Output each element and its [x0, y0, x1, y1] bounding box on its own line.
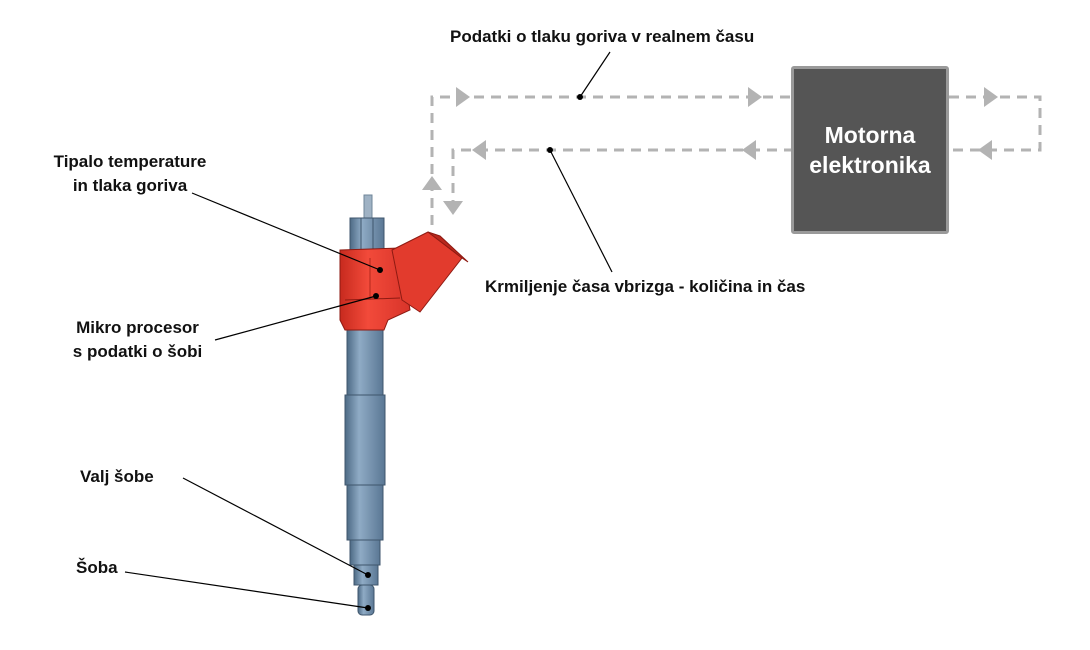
leader-injection-control — [549, 149, 613, 273]
engine-electronics-box: Motorna elektronika — [791, 66, 949, 234]
injection-control-label: Krmiljenje časa vbrizga - količina in ča… — [485, 277, 806, 296]
nozzle-tip — [357, 584, 375, 616]
arrow-right-icon — [456, 87, 470, 107]
microprocessor-label-line2: s podatki o šobi — [72, 342, 203, 361]
pressure-data-label: Podatki o tlaku goriva v realnem času — [450, 27, 755, 46]
arrow-left-icon — [472, 140, 486, 160]
hex-nut — [349, 217, 385, 255]
microprocessor-label: Mikro procesor s podatki o šobi — [55, 316, 220, 364]
leader-pressure-data — [579, 51, 611, 98]
ecu-label-line2: elektronika — [809, 152, 931, 178]
fuel-injector — [339, 194, 469, 616]
sensor-label: Tipalo temperature in tlaka goriva — [40, 150, 220, 198]
arrow-down-icon — [443, 201, 463, 215]
sensor-label-line2: in tlaka goriva — [72, 176, 188, 195]
leader-microprocessor — [214, 295, 377, 341]
sensor-label-line1: Tipalo temperature — [53, 152, 207, 171]
arrow-right-icon — [748, 87, 762, 107]
injection-control-line — [451, 148, 792, 210]
injector-upper-body — [346, 319, 384, 396]
leader-sensor — [191, 192, 381, 271]
signal-arrows — [422, 87, 998, 215]
ecu-label-line1: Motorna — [824, 122, 916, 148]
injector-lower-body — [346, 484, 384, 541]
nozzle-body-label: Valj šobe — [80, 467, 154, 486]
pressure-data-line — [430, 95, 792, 225]
arrow-right-icon — [984, 87, 998, 107]
ecu-loop-line — [949, 95, 1042, 152]
leader-nozzle-body — [182, 477, 369, 576]
leader-nozzle — [124, 571, 369, 609]
leader-lines — [124, 51, 613, 609]
arrow-left-icon — [742, 140, 756, 160]
microprocessor-label-line1: Mikro procesor — [76, 318, 199, 337]
fuel-line-pipe — [363, 194, 373, 221]
electrical-connector — [391, 231, 463, 313]
arrow-left-icon — [978, 140, 992, 160]
injector-red-head — [339, 231, 469, 331]
nozzle-body-cylinder — [349, 539, 381, 566]
nozzle-label: Šoba — [76, 558, 118, 577]
arrow-up-icon — [422, 176, 442, 190]
injector-mid-body — [344, 394, 386, 486]
leader-dots — [365, 94, 583, 611]
